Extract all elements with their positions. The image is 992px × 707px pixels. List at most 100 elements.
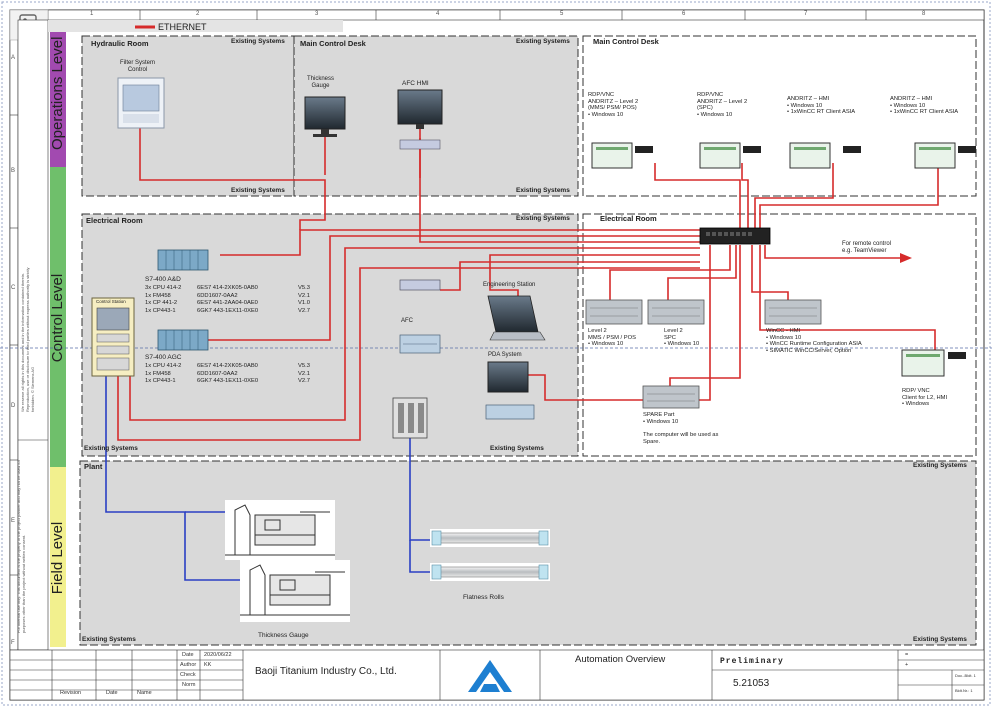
filter-system-panel bbox=[117, 77, 165, 129]
electrical-room-right-title: Electrical Room bbox=[600, 214, 657, 223]
filter-system-label: Filter System Control bbox=[120, 60, 156, 73]
profibus-lines bbox=[105, 375, 430, 581]
hydraulic-room-area bbox=[81, 35, 295, 197]
existing-systems-label: Existing Systems bbox=[913, 636, 967, 643]
name-column-label: Name bbox=[137, 690, 152, 696]
column-label-5: 5 bbox=[560, 11, 564, 17]
io-rack bbox=[392, 397, 428, 439]
flatness-roll-1 bbox=[430, 529, 550, 547]
field-level-bar bbox=[50, 467, 66, 647]
equals-label: = bbox=[905, 652, 909, 658]
author-value: KK bbox=[204, 662, 212, 668]
server-level2-spc bbox=[647, 299, 705, 325]
server-level2-mms-text: Level 2 MMS / PSM / POS • Windows 10 bbox=[588, 328, 636, 348]
client-4-text: ANDRITZ – HMI • Windows 10 • 1xWinCC RT … bbox=[890, 96, 959, 116]
main-control-desk-right-area bbox=[582, 35, 977, 197]
existing-systems-label: Existing Systems bbox=[231, 187, 285, 194]
afc-hmi-monitor bbox=[397, 89, 443, 150]
existing-systems-label: Existing Systems bbox=[82, 636, 136, 643]
afc-label: AFC bbox=[401, 318, 413, 324]
row-label-c: C bbox=[11, 285, 16, 291]
andritz-logo bbox=[463, 658, 517, 694]
thickness-gauge-top-label: Thickness Gauge bbox=[307, 76, 335, 89]
column-label-4: 4 bbox=[436, 11, 440, 17]
revision-label: Revision bbox=[60, 690, 82, 696]
main-control-desk-right-title: Main Control Desk bbox=[593, 37, 659, 46]
existing-systems-label: Existing Systems bbox=[490, 445, 544, 452]
engineering-station-laptop bbox=[487, 295, 546, 341]
client-2-text: RDP/VNC ANDRITZ – Level 2 (SPC) • Window… bbox=[697, 92, 748, 118]
column-ruler bbox=[47, 9, 985, 21]
column-ruler-ticks bbox=[139, 10, 867, 20]
client-workstation-2 bbox=[699, 142, 761, 169]
column-label-3: 3 bbox=[315, 11, 319, 17]
row-label-e: E bbox=[11, 518, 16, 524]
column-label-2: 2 bbox=[196, 11, 200, 17]
note-column bbox=[17, 19, 49, 651]
plant-title: Plant bbox=[84, 462, 103, 471]
existing-systems-label: Existing Systems bbox=[84, 445, 138, 452]
thickness-gauge-plant-1 bbox=[225, 500, 335, 560]
row-label-b: B bbox=[11, 168, 16, 174]
row-label-d: D bbox=[11, 403, 16, 409]
plant-area bbox=[79, 460, 977, 646]
server-level2-spc-text: Level 2 SPC • Windows 10 bbox=[664, 328, 700, 348]
client-rdp-text: RDP/ VNC Client for L2, HMI • Windows bbox=[902, 388, 948, 408]
server-spare-text: SPARE Part • Windows 10 The computer wil… bbox=[643, 412, 719, 445]
server-spare bbox=[642, 385, 700, 409]
server-level2-mms bbox=[585, 299, 643, 325]
remote-control-label: For remote control e.g. TeamViewer bbox=[842, 241, 892, 254]
plus-label: + bbox=[905, 662, 909, 668]
client-workstation-rdp bbox=[901, 349, 966, 377]
client-1-text: RDP/VNC ANDRITZ – Level 2 (MMS/ PSM/ POS… bbox=[588, 92, 639, 118]
existing-systems-label: Existing Systems bbox=[516, 187, 570, 194]
row-label-f: F bbox=[11, 640, 15, 646]
afc-device bbox=[399, 334, 441, 354]
operations-level-label: Operations Level bbox=[49, 36, 66, 150]
control-station-label: Control Station bbox=[96, 299, 126, 304]
flatness-rolls-label: Flatness Rolls bbox=[463, 594, 504, 601]
norm-label: Norm bbox=[182, 682, 196, 688]
pda-system-computer bbox=[485, 361, 535, 420]
electrical-room-left-title: Electrical Room bbox=[86, 216, 143, 225]
client-workstation-4 bbox=[914, 142, 976, 169]
afc-hmi-label: AFC HMI bbox=[402, 80, 429, 87]
main-ethernet-switch bbox=[699, 227, 771, 245]
drawing-title: Automation Overview bbox=[575, 654, 666, 665]
operations-level-bar bbox=[50, 32, 66, 167]
existing-systems-label: Existing Systems bbox=[516, 38, 570, 45]
column-label-8: 8 bbox=[922, 11, 926, 17]
ethernet-lines bbox=[117, 105, 939, 441]
control-level-bar bbox=[50, 167, 66, 467]
client-workstation-3 bbox=[789, 142, 861, 169]
date-label: Date bbox=[182, 652, 194, 658]
thickness-gauge-plant-label: Thickness Gauge bbox=[258, 632, 309, 639]
control-level-label: Control Level bbox=[49, 273, 66, 363]
s7-400-aed-title: S7-400 A&D bbox=[145, 276, 181, 283]
existing-systems-label: Existing Systems bbox=[913, 462, 967, 469]
server-wincc-hmi bbox=[764, 299, 822, 325]
thickness-gauge-monitor bbox=[304, 96, 346, 137]
sheet-number: Bldt.Nr.: 1 bbox=[955, 688, 973, 693]
drawing-status: Preliminary bbox=[720, 657, 784, 666]
ethernet-legend-label: ETHERNET bbox=[158, 22, 207, 32]
engineering-station-label: Engineering Station bbox=[483, 282, 536, 288]
company-name: Baoji Titanium Industry Co., Ltd. bbox=[255, 666, 397, 677]
drawing-number: 5.21053 bbox=[733, 678, 770, 689]
s7-400-aed-rack bbox=[157, 249, 209, 271]
thickness-gauge-plant-2 bbox=[240, 560, 350, 622]
existing-systems-label: Existing Systems bbox=[231, 38, 285, 45]
legend-area bbox=[48, 20, 343, 32]
row-ruler-ticks bbox=[10, 114, 18, 576]
client-workstation-1 bbox=[591, 142, 653, 169]
